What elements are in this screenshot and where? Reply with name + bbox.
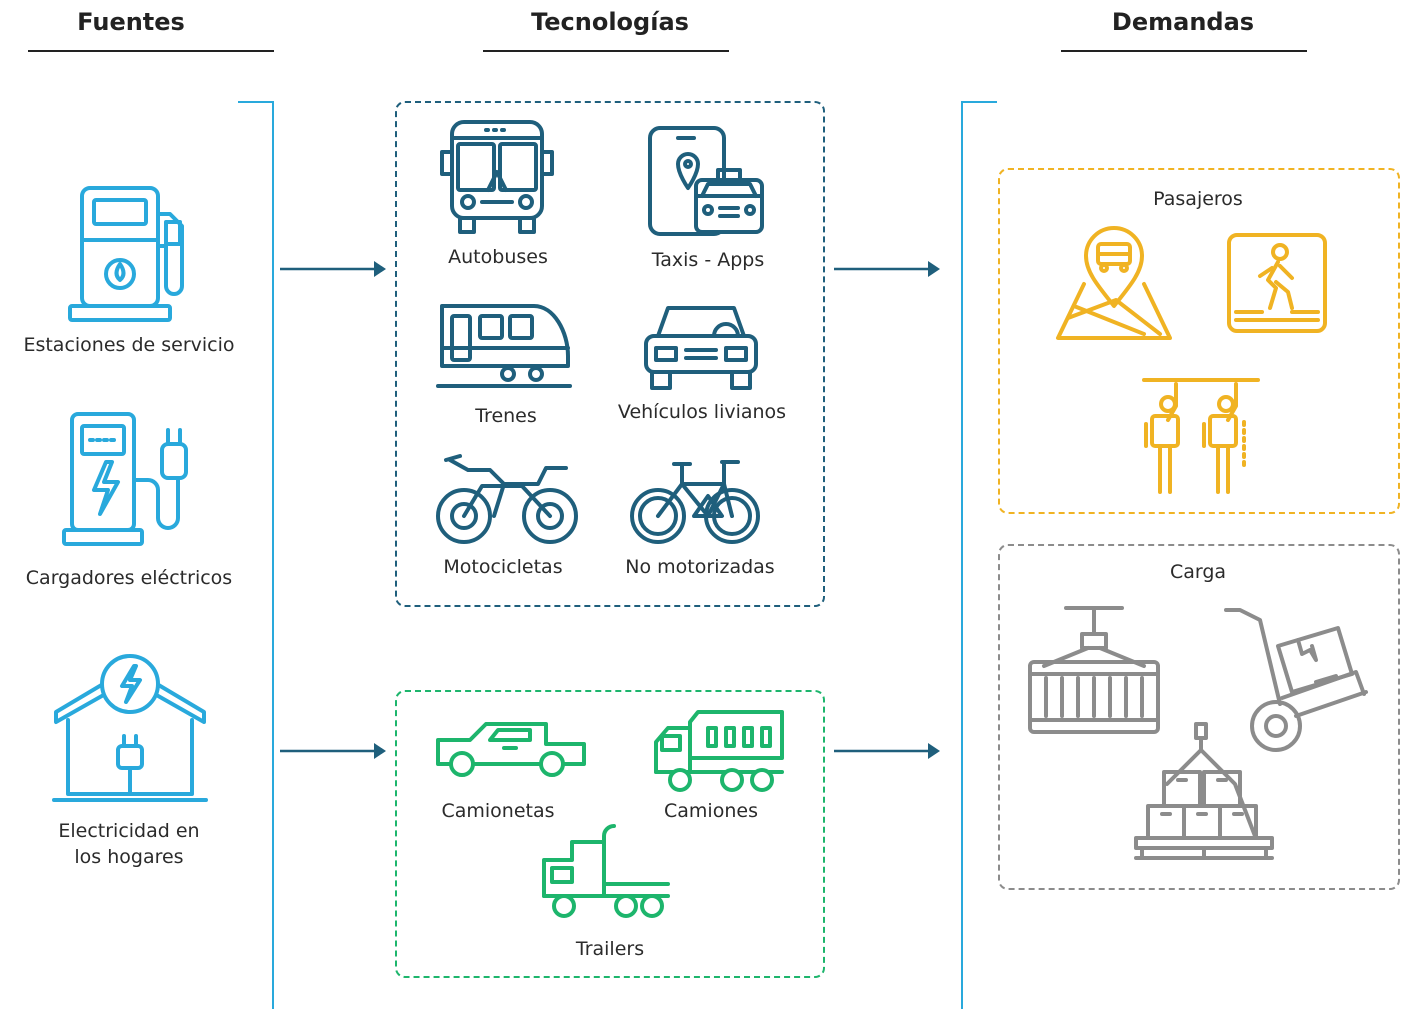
label-hogares-line1: Electricidad en [58, 820, 200, 842]
label-camiones: Camiones [664, 800, 758, 822]
standing-passengers-icon [1140, 376, 1262, 496]
arrow-tech-to-pasajeros [834, 261, 940, 277]
label-cargadores: Cargadores eléctricos [25, 567, 233, 589]
arrow-tech-to-carga [834, 743, 940, 759]
label-camionetas: Camionetas [441, 800, 555, 822]
container-crane-icon [1026, 604, 1162, 736]
header-demandas-underline [1061, 50, 1307, 52]
pickup-truck-icon [434, 718, 588, 782]
demandas-bracket-line [961, 101, 963, 1009]
label-autobuses: Autobuses [448, 246, 548, 268]
dump-truck-icon [652, 706, 786, 794]
bus-icon [440, 118, 554, 236]
trailer-truck-icon [540, 822, 674, 922]
label-hogares-line2: los hogares [74, 846, 184, 868]
taxi-app-icon [646, 124, 770, 240]
header-fuentes: Fuentes [77, 8, 185, 36]
demandas-bracket-top [961, 101, 997, 103]
header-demandas: Demandas [1111, 8, 1255, 36]
bus-map-pin-icon [1054, 222, 1174, 342]
label-estaciones: Estaciones de servicio [23, 334, 235, 356]
fuentes-bracket-line [272, 101, 274, 1009]
label-taxis-apps: Taxis - Apps [651, 249, 765, 271]
label-vehiculos-livianos: Vehículos livianos [617, 401, 787, 423]
arrow-fuentes-to-pasajeros [280, 261, 386, 277]
demandas-pasajeros-box [998, 168, 1400, 514]
header-fuentes-underline [28, 50, 274, 52]
label-no-motorizadas: No motorizadas [625, 556, 775, 578]
demandas-carga-box [998, 544, 1400, 890]
hand-truck-icon [1222, 606, 1372, 756]
pedestrian-crossing-icon [1226, 232, 1328, 334]
house-electricity-icon [52, 650, 208, 806]
cargo-pallet-crane-icon [1132, 720, 1276, 864]
label-motocicletas: Motocicletas [443, 556, 563, 578]
label-pasajeros: Pasajeros [1153, 188, 1243, 210]
fuel-pump-icon [62, 184, 192, 324]
label-trenes: Trenes [475, 405, 537, 427]
train-icon [436, 302, 572, 394]
tecnologias-pasajeros-box [395, 101, 825, 607]
header-tecnologias-underline [483, 50, 729, 52]
bicycle-icon [628, 456, 762, 548]
header-tecnologias: Tecnologías [531, 8, 689, 36]
ev-charger-icon [62, 410, 196, 550]
label-trailers: Trailers [575, 938, 645, 960]
arrow-fuentes-to-carga [280, 743, 386, 759]
label-carga: Carga [1169, 561, 1227, 583]
car-icon [642, 300, 760, 392]
fuentes-bracket-top [238, 101, 274, 103]
motorcycle-icon [434, 452, 580, 548]
tecnologias-carga-box [395, 690, 825, 978]
